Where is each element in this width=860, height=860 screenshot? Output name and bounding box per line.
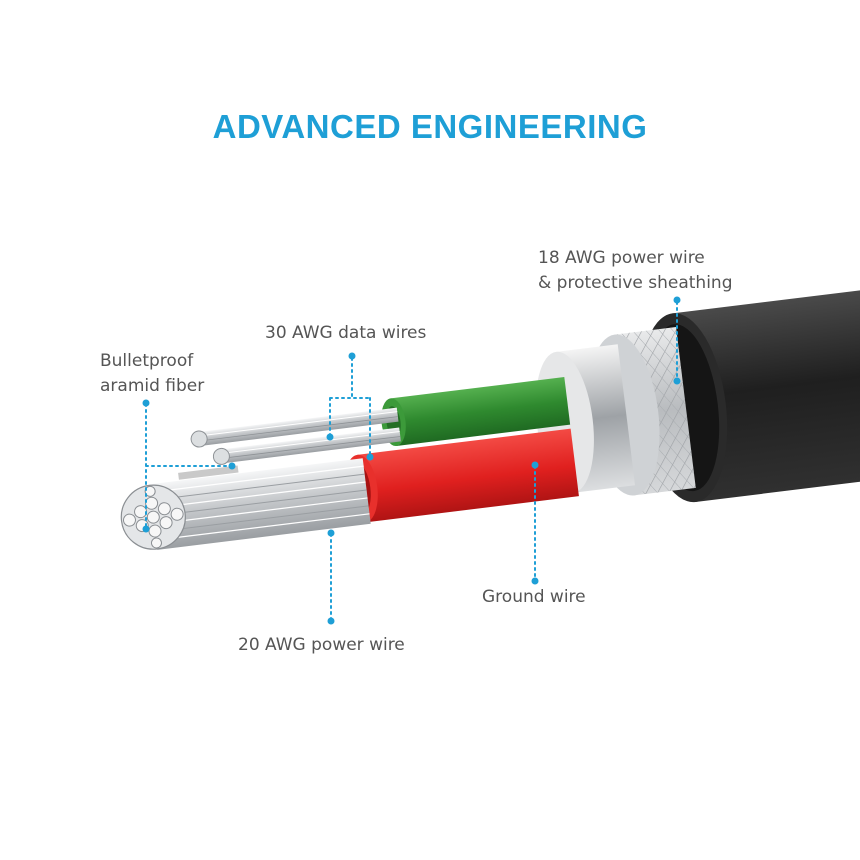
dot-aramid-b [142, 525, 150, 533]
diagram-title: ADVANCED ENGINEERING [212, 108, 648, 145]
label-aramid-fiber: Bulletproof aramid fiber [100, 349, 204, 399]
dot-power20-end [327, 617, 335, 625]
label-ground-line1: Ground wire [482, 587, 586, 607]
dot-data30-a [326, 433, 334, 441]
label-30awg-data-wires: 30 AWG data wires [265, 321, 426, 346]
dot-power20-top [327, 529, 335, 537]
label-18awg-power-wire: 18 AWG power wire & protective sheathing [538, 246, 733, 296]
leader-line-data30 [329, 357, 371, 457]
label-20awg-line1: 20 AWG power wire [238, 635, 405, 655]
label-18awg-line2: & protective sheathing [538, 273, 733, 293]
dot-power18-top [673, 296, 681, 304]
dot-power18-end [673, 377, 681, 385]
label-18awg-line1: 18 AWG power wire [538, 248, 705, 268]
dot-data30-b [366, 453, 374, 461]
label-ground-wire: Ground wire [482, 585, 586, 610]
dot-ground-end [531, 577, 539, 585]
dot-ground-top [531, 461, 539, 469]
label-30awg-line1: 30 AWG data wires [265, 323, 427, 343]
data-conductor-upper [190, 407, 399, 448]
label-20awg-power-wire: 20 AWG power wire [238, 633, 405, 658]
dot-data30-top [348, 352, 356, 360]
leader-line-aramid [145, 403, 233, 529]
label-aramid-line1: Bulletproof [100, 351, 194, 371]
aramid-strand [178, 465, 239, 480]
stranded-power-conductor [120, 458, 371, 550]
label-aramid-line2: aramid fiber [100, 376, 205, 396]
dot-aramid-a [228, 462, 236, 470]
dot-aramid-top [142, 399, 150, 407]
